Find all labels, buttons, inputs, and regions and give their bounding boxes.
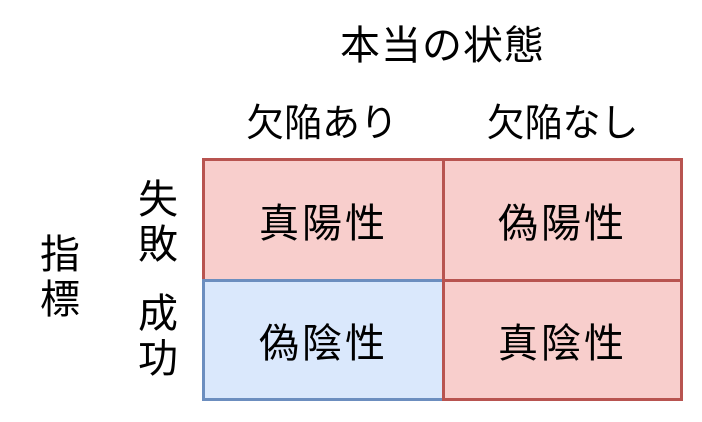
matrix-grid: 真陽性 偽陽性 偽陰性 真陰性 xyxy=(202,158,683,401)
row-header-success: 成 功 xyxy=(138,292,178,381)
cell-true-negative: 真陰性 xyxy=(442,279,683,401)
row-header-failure: 失 敗 xyxy=(138,178,178,267)
cell-false-positive: 偽陽性 xyxy=(442,158,683,282)
column-header-defect-present: 欠陥あり xyxy=(245,103,398,145)
column-header-defect-absent: 欠陥なし xyxy=(486,103,639,145)
cell-false-negative: 偽陰性 xyxy=(202,279,445,401)
diagram-title: 本当の状態 xyxy=(340,24,545,68)
cell-true-positive: 真陽性 xyxy=(202,158,445,282)
row-axis-label-metric: 指 標 xyxy=(40,233,80,322)
